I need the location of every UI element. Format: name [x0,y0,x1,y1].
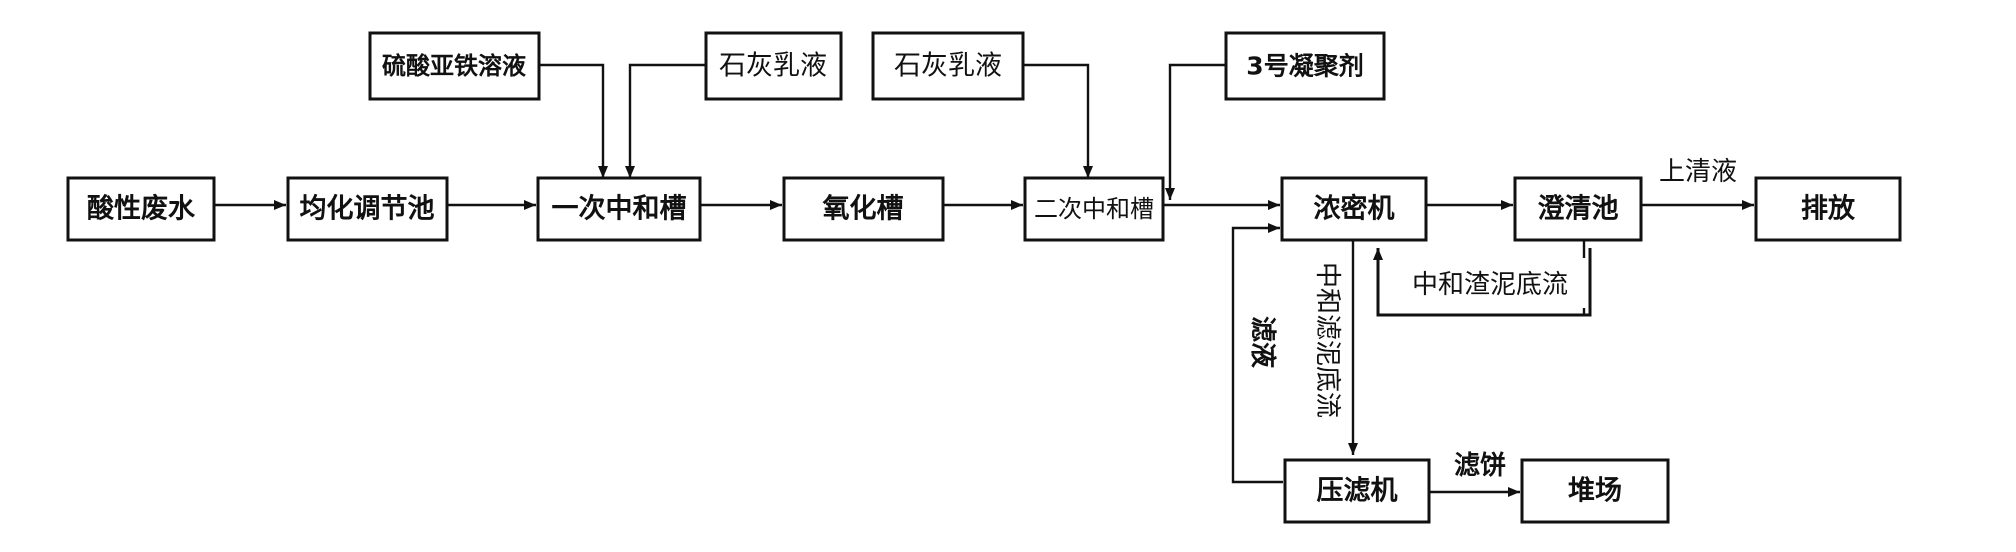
node-label: 氧化槽 [822,194,904,225]
node-acid-wastewater: 酸性废水 [66,176,216,242]
feed-lime-milk-2 [1023,63,1093,178]
node-flocculant-no3: 3号凝聚剂 [1224,31,1386,101]
feed-ferrous-sulfate [539,63,608,178]
node-label: 排放 [1801,193,1856,225]
node-label: 一次中和槽 [552,194,687,225]
node-first-neutralization-tank: 一次中和槽 [536,176,702,242]
node-stockyard: 堆场 [1520,458,1670,524]
node-ferrous-sulfate-solution: 硫酸亚铁溶液 [368,31,541,101]
node-neutralization-sludge-underflow: 中和渣泥底流 [1376,248,1592,317]
edge-label-filter-cake: 滤饼 [1454,451,1506,481]
node-label: 石灰乳液 [894,51,1002,82]
node-label: 酸性废水 [87,193,196,225]
node-label: 堆场 [1568,476,1622,507]
edge-label-filtrate: 滤液 [1247,316,1277,368]
node-second-neutralization-tank: 二次中和槽 [1023,176,1165,242]
node-equalization-tank: 均化调节池 [286,176,449,242]
edge-label-supernatant: 上清液 [1659,157,1737,187]
node-label: 澄清池 [1538,194,1619,225]
node-clarifier: 澄清池 [1513,176,1643,242]
node-label: 均化调节池 [300,194,435,225]
node-filter-press: 压滤机 [1283,458,1431,524]
node-label: 3号凝聚剂 [1246,52,1363,81]
node-label: 中和渣泥底流 [1412,270,1568,300]
feed-lime-milk-1 [625,63,706,178]
node-thickener: 浓密机 [1280,176,1428,242]
node-discharge: 排放 [1754,176,1902,242]
node-label: 石灰乳液 [719,51,827,82]
node-label: 浓密机 [1314,193,1395,225]
node-lime-milk-1: 石灰乳液 [704,31,843,101]
node-oxidation-tank: 氧化槽 [782,176,945,242]
node-label: 压滤机 [1317,476,1398,507]
node-label: 二次中和槽 [1034,195,1154,223]
node-label: 硫酸亚铁溶液 [382,52,526,80]
feed-flocculant [1165,63,1226,200]
node-lime-milk-2: 石灰乳液 [871,31,1025,101]
edge-label-filter-sludge-underflow: 中和滤泥底流 [1312,262,1342,418]
filtrate-return [1231,223,1283,484]
